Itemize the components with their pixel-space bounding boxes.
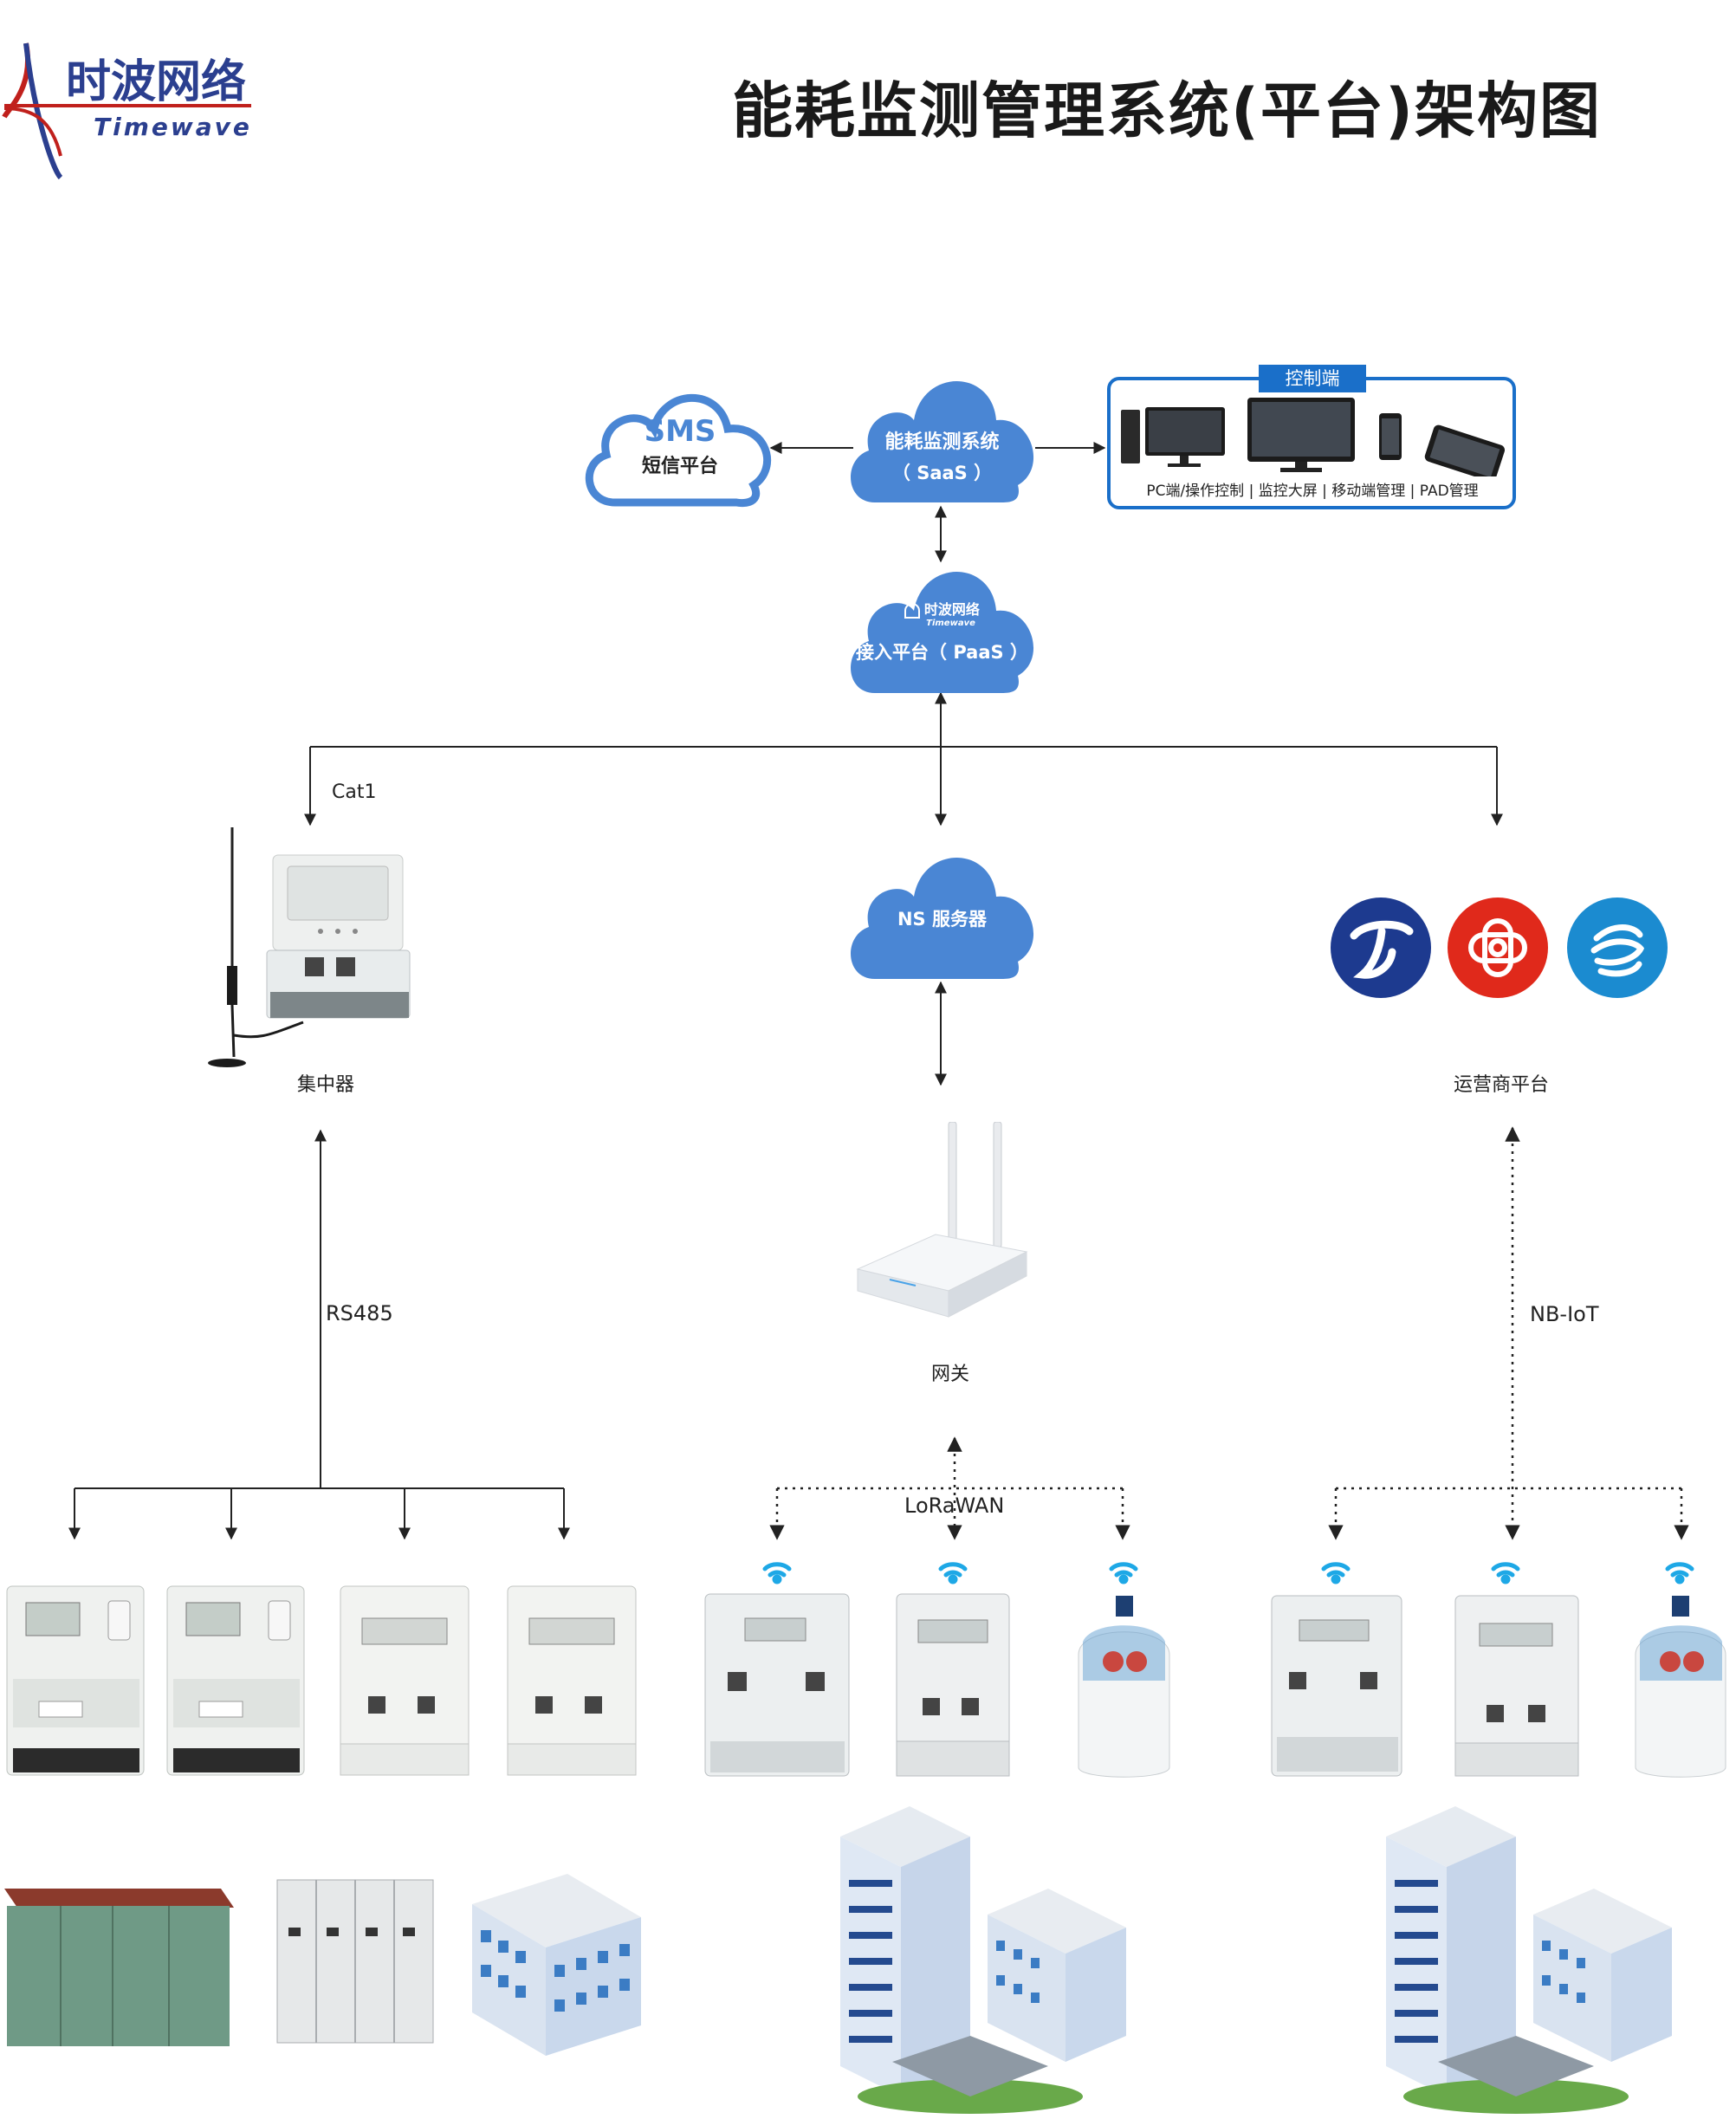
concentrator-device xyxy=(208,827,411,1067)
water-meter-1 xyxy=(1078,1596,1170,1778)
pc-tower-icon xyxy=(1121,410,1140,463)
control-panel-title: 控制端 xyxy=(1259,365,1366,392)
lorawan-devices xyxy=(704,1562,1170,1778)
substation-box xyxy=(4,1889,234,2046)
paas-logo-mark xyxy=(904,603,921,619)
rs485-label: RS485 xyxy=(326,1301,393,1325)
sms-cloud xyxy=(585,393,772,508)
saas-cloud xyxy=(851,381,1034,502)
logo-text-cn: 时波网络 xyxy=(66,56,247,108)
logo-text-en: Timewave xyxy=(94,113,252,141)
paas-cloud-label: 时波网络 Timewave 接入平台（ PaaS ） xyxy=(856,601,1028,663)
water-meter-2 xyxy=(1635,1596,1726,1778)
china-telecom-icon xyxy=(1331,897,1431,998)
concentrator-label: 集中器 xyxy=(297,1074,355,1096)
antenna-icon xyxy=(208,827,304,1067)
mobile-phone-icon xyxy=(1379,413,1402,460)
saas-cloud-label: 能耗监测系统 （ SaaS ） xyxy=(884,431,1000,483)
wifi-icon xyxy=(1321,1562,1694,1584)
lorawan-meter-1 xyxy=(704,1593,850,1777)
page-title: 能耗监测管理系统(平台)架构图 xyxy=(732,75,1602,146)
rs485-meter-3 xyxy=(340,1585,470,1776)
nbiot-label: NB-IoT xyxy=(1530,1302,1599,1326)
ns-cloud xyxy=(851,858,1034,979)
gateway-device xyxy=(856,1122,1028,1318)
monitoring-screen-icon xyxy=(1247,398,1355,472)
paas-cloud xyxy=(851,572,1034,693)
lorawan-campus xyxy=(840,1806,1126,2114)
sms-cloud-label: SMS 短信平台 xyxy=(641,414,718,477)
gateway-label: 网关 xyxy=(931,1364,970,1385)
office-building-1 xyxy=(472,1874,641,2056)
china-mobile-icon xyxy=(1567,897,1668,998)
china-unicom-icon xyxy=(1448,897,1548,998)
operator-label: 运营商平台 xyxy=(1454,1074,1550,1096)
timewave-logo-mark xyxy=(2,42,251,180)
rs485-meter-1 xyxy=(6,1585,145,1776)
nbiot-campus xyxy=(1386,1806,1672,2114)
lorawan-label: LoRaWAN xyxy=(904,1494,1005,1518)
switchgear-cabinet xyxy=(276,1879,434,2044)
control-panel-caption: PC端/操作控制 | 监控大屏 | 移动端管理 | PAD管理 xyxy=(1146,483,1479,500)
nbiot-devices xyxy=(1271,1562,1726,1778)
rs485-meter-4 xyxy=(507,1585,637,1776)
cat1-label: Cat1 xyxy=(332,781,377,803)
tablet-icon xyxy=(1424,424,1506,476)
wifi-icon xyxy=(762,1562,1138,1584)
desktop-monitor-icon xyxy=(1145,407,1225,467)
control-devices xyxy=(1121,398,1506,476)
rs485-meter-2 xyxy=(166,1585,305,1776)
ns-cloud-label: NS 服务器 xyxy=(897,909,987,930)
